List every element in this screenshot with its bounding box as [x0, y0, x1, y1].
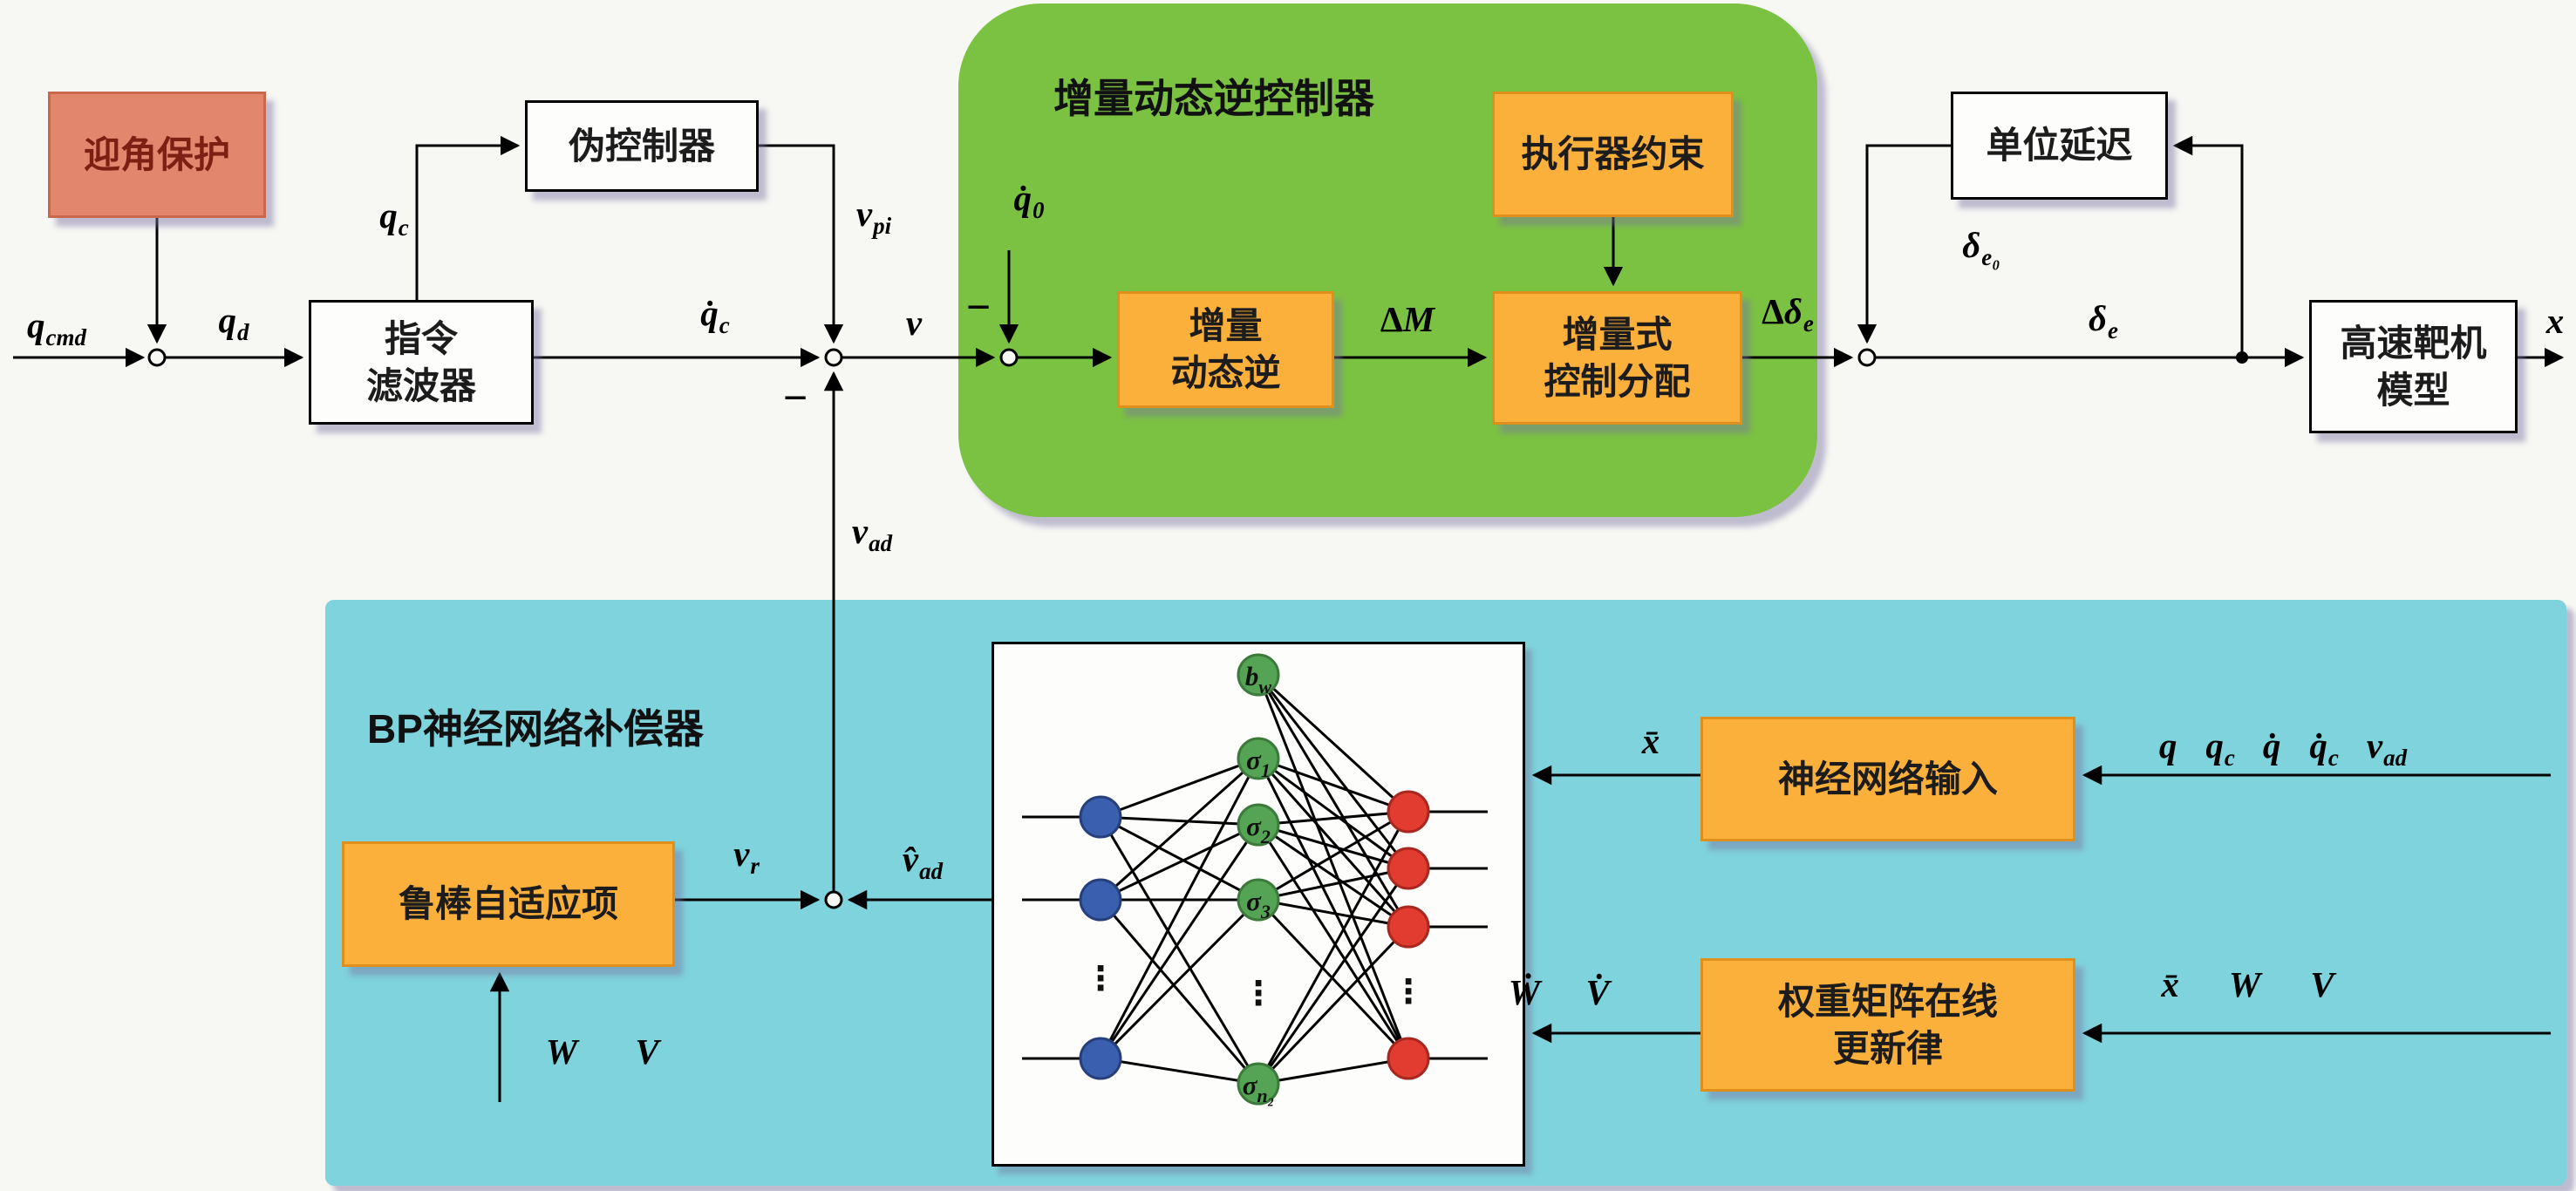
wire-qc-to-pseudo	[415, 135, 521, 300]
sum-junction-2	[824, 348, 843, 367]
label-xbar: x̄	[1641, 721, 1660, 761]
block-incremental-ndi-label: 增量动态逆	[1170, 305, 1281, 393]
label-qdot-0: q̇0	[1013, 177, 1045, 224]
block-robust-adaptive-term-label: 鲁棒自适应项	[398, 883, 618, 925]
block-nn-input-label: 神经网络输入	[1777, 758, 1998, 800]
block-incremental-ndi: 增量动态逆	[1117, 291, 1334, 408]
label-q-d: qd	[218, 299, 249, 346]
label-delta-e: δe	[2089, 297, 2118, 344]
block-actuator-constraint: 执行器约束	[1492, 92, 1734, 217]
label-v-r: vr	[733, 833, 760, 880]
block-aoa-protection-label: 迎角保护	[83, 133, 230, 175]
label-weight-update-inputs: x̄ W V	[2161, 963, 2334, 1004]
indi-controller-container	[958, 3, 1817, 517]
label-Wdot: Ẇ	[1508, 972, 1541, 1012]
block-pseudo-controller-label: 伪控制器	[568, 125, 715, 167]
block-unit-delay: 单位延迟	[1951, 92, 2168, 200]
label-qdot-c: q̇c	[700, 292, 730, 339]
wire-feedback-to-delay	[2172, 135, 2244, 357]
block-command-filter: 指令滤波器	[309, 300, 534, 425]
block-target-drone-model-label: 高速靶机模型	[2340, 322, 2487, 411]
label-vhat-ad: v̂ad	[902, 838, 944, 885]
block-target-drone-model: 高速靶机模型	[2309, 300, 2518, 433]
label-nn-input-signals: q qc q̇ q̇c vad	[2158, 725, 2408, 772]
label-q-c: qc	[379, 194, 409, 242]
label-v-pi: vpi	[855, 193, 892, 240]
block-actuator-constraint-label: 执行器约束	[1521, 133, 1705, 175]
sum-junction-1	[147, 348, 167, 367]
block-incremental-allocation-label: 增量式控制分配	[1544, 313, 1691, 402]
block-weight-update-law-label: 权重矩阵在线更新律	[1777, 980, 1998, 1069]
label-delta-M: ΔM	[1380, 299, 1435, 339]
label-Vdot: V̇	[1585, 972, 1610, 1012]
block-command-filter-label: 指令滤波器	[365, 317, 476, 406]
label-x-out: x	[2545, 301, 2565, 341]
block-unit-delay-label: 单位延迟	[1986, 125, 2133, 167]
title-bp-compensator: BP神经网络补偿器	[367, 706, 704, 752]
wire-deltae0-down	[1857, 144, 1951, 344]
neural-network-panel	[992, 642, 1525, 1167]
label-v: v	[905, 303, 923, 343]
block-nn-input: 神经网络输入	[1700, 717, 2075, 841]
label-V: V	[635, 1031, 659, 1072]
label-delta-e0: δe₀	[1962, 224, 2000, 271]
wire-vpi-down	[759, 144, 844, 344]
title-indi-controller: 增量动态逆控制器	[1053, 76, 1374, 121]
block-robust-adaptive-term: 鲁棒自适应项	[342, 841, 675, 967]
wire-tap-dot	[2236, 351, 2248, 364]
block-pseudo-controller: 伪控制器	[525, 100, 759, 192]
label-v-ad: vad	[851, 510, 893, 557]
sum-junction-4	[1857, 348, 1877, 367]
label-delta-delta-e: Δδe	[1762, 290, 1814, 337]
block-weight-update-law: 权重矩阵在线更新律	[1700, 958, 2075, 1092]
block-incremental-allocation: 增量式控制分配	[1492, 291, 1742, 425]
label-q-cmd: qcmd	[27, 304, 86, 351]
label-minus-qdot0: −	[965, 282, 992, 331]
label-W: W	[545, 1031, 578, 1072]
label-minus-vad: −	[782, 373, 808, 422]
block-aoa-protection: 迎角保护	[48, 92, 266, 218]
